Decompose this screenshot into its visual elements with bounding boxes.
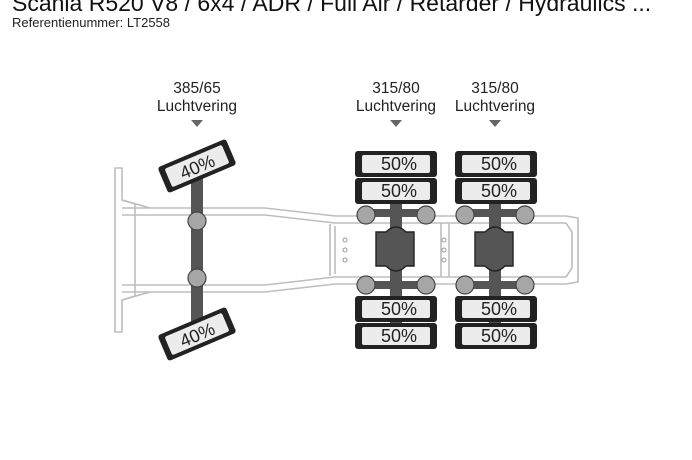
rear-axle-1-tyre-left-inner-load: 50%: [381, 181, 417, 201]
rear-axle-2-tyre-right-inner-load: 50%: [481, 299, 517, 319]
rear-axle-2-marker: [489, 120, 501, 127]
page-title: Scania R520 V8 / 6x4 / ADR / Full Air / …: [12, 0, 652, 16]
rear-axle-2-tyre-left-inner-load: 50%: [481, 181, 517, 201]
rear-axle-2-hub-lower-left: [455, 275, 475, 295]
rear-axle-2-tyre-left-outer: 50%: [455, 151, 537, 177]
rear-axle-2-tyre-right-inner: 50%: [455, 296, 537, 322]
rear-axle-1-differential: [375, 226, 415, 272]
front-hub-lower: [187, 268, 207, 288]
reference-number: Referentienummer: LT2558: [12, 15, 171, 30]
front-hub-upper: [187, 211, 207, 231]
rear-axle-2-hub-upper-left: [455, 205, 475, 225]
rear-axle-1-suspension: Luchtvering: [356, 98, 436, 115]
chassis-holes: [342, 237, 447, 263]
rear-axle-1-tyre-right-inner: 50%: [355, 296, 437, 322]
rear-axle-1-tyre-size: 315/80: [372, 80, 420, 97]
front-axle-suspension: Luchtvering: [157, 98, 237, 115]
rear-axle-1-hub-lower-right: [416, 275, 436, 295]
rear-axle-1-tyre-left-inner: 50%: [355, 178, 437, 204]
rear-axle-2-differential: [474, 226, 514, 272]
rear-axle-2-tyre-size: 315/80: [471, 80, 519, 97]
front-axle-tyre-size: 385/65: [173, 80, 220, 97]
front-tyre-right: 40%: [158, 307, 236, 361]
rear-axle-2-hub-upper-right: [515, 205, 535, 225]
rear-axle-1-marker: [390, 120, 402, 127]
rear-axle-2-tyre-left-outer-load: 50%: [481, 154, 517, 174]
front-axle: 385/65 Luchtvering 40% 40%: [157, 80, 237, 361]
rear-axle-1-hub-upper-left: [356, 205, 376, 225]
chassis-frame: [114, 167, 579, 333]
rear-axle-1-spring-lower: [366, 281, 426, 289]
rear-axle-1-spring-upper: [366, 209, 426, 217]
front-axle-marker: [191, 120, 203, 127]
rear-axle-2-hub-lower-right: [515, 275, 535, 295]
rear-axle-2-spring-lower: [465, 281, 525, 289]
rear-axle-1: 315/80 Luchtvering 50% 50% 50% 50%: [355, 80, 437, 349]
rear-axle-1-tyre-right-outer: 50%: [355, 323, 437, 349]
rear-axle-1-tyre-right-outer-load: 50%: [381, 326, 417, 346]
rear-axle-2-tyre-right-outer: 50%: [455, 323, 537, 349]
rear-axle-1-hub-upper-right: [416, 205, 436, 225]
front-axle-beam: [191, 168, 203, 332]
rear-axle-2-tyre-left-inner: 50%: [455, 178, 537, 204]
rear-axle-1-hub-lower-left: [356, 275, 376, 295]
rear-axle-2-spring-upper: [465, 209, 525, 217]
rear-axle-2-tyre-right-outer-load: 50%: [481, 326, 517, 346]
rear-axle-2-suspension: Luchtvering: [455, 98, 535, 115]
rear-axle-2: 315/80 Luchtvering 50% 50% 50% 50%: [455, 80, 537, 349]
rear-axle-1-tyre-right-inner-load: 50%: [381, 299, 417, 319]
rear-axle-1-tyre-left-outer: 50%: [355, 151, 437, 177]
rear-axle-1-tyre-left-outer-load: 50%: [381, 154, 417, 174]
